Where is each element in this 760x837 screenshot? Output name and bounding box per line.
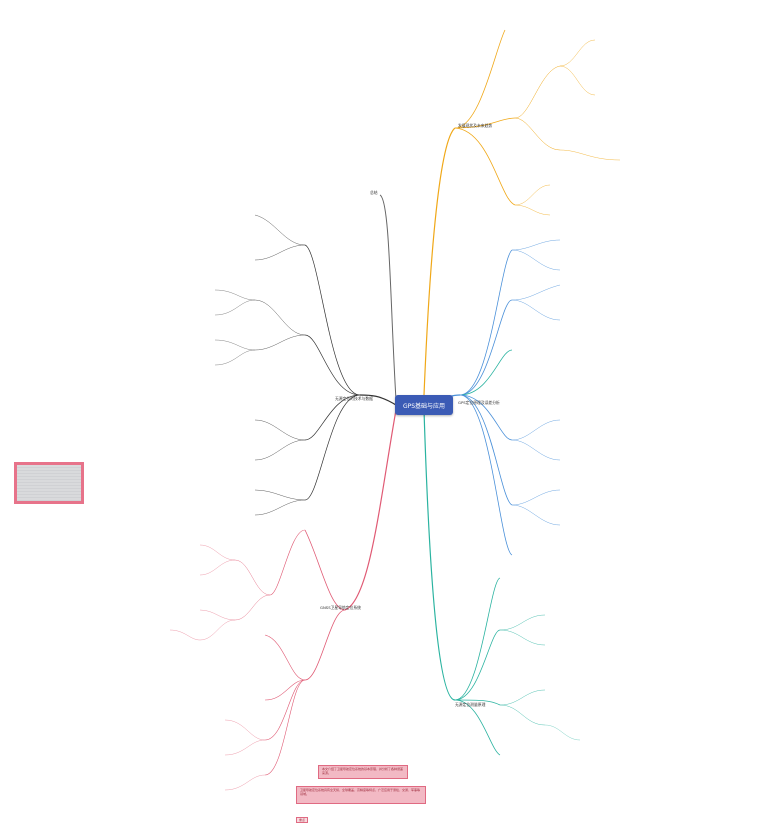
scan-image (17, 465, 81, 501)
branch-label[interactable]: 总结 (370, 190, 378, 195)
scanned-document-thumbnail[interactable] (14, 462, 84, 504)
branch-label[interactable]: 无源定位的技术与数据 (335, 396, 373, 401)
summary-note: 本文介绍了卫星导航定位系统的基本原理，并分析了各种误差来源。 (318, 765, 408, 779)
branch-label[interactable]: GPS定位原理及误差分析 (458, 400, 500, 405)
branch-label[interactable]: GNSS卫星导航定位系统 (320, 605, 361, 610)
highlight-tag: 重点 (296, 817, 309, 823)
branch-label[interactable]: 发展现状及未来趋势 (458, 123, 493, 128)
branch-label[interactable]: 无源定位测量原理 (455, 702, 486, 707)
summary-note: 卫星导航定位系统具有全天候、全球覆盖、高精度等特点，广泛应用于测绘、交通、军事等… (296, 786, 426, 804)
central-topic[interactable]: GPS基础与应用 (395, 395, 453, 415)
